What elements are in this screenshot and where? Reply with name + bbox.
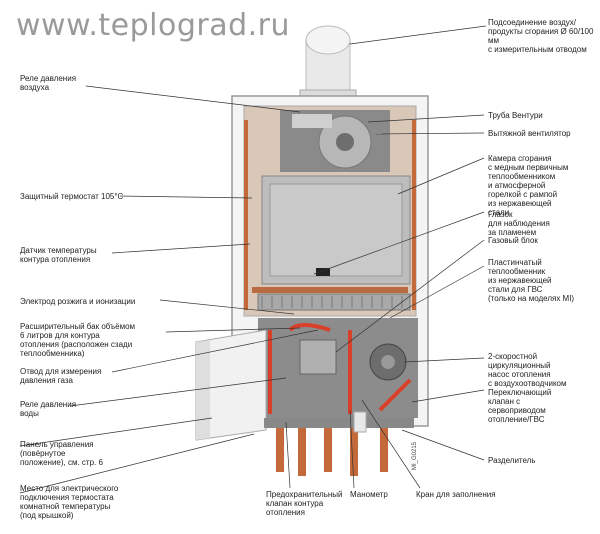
label-control-panel: Панель управления (повёрнутое положение)… [20, 440, 103, 467]
label-fill-tap: Кран для заполнения [416, 490, 496, 499]
flue-pipe [299, 25, 357, 101]
label-heating-temp-sensor: Датчик температуры контура отопления [20, 246, 97, 264]
label-safety-thermostat: Защитный термостат 105°C [20, 192, 124, 201]
circulation-pump [369, 343, 407, 381]
label-exhaust-fan: Вытяжной вентилятор [488, 129, 571, 138]
label-separator: Разделитель [488, 456, 536, 465]
label-flue-connection: Подсоединение воздух/ продукты сгорания … [488, 18, 594, 54]
gas-valve [299, 339, 337, 375]
label-expansion-tank: Расширительный бак объёмом 6 литров для … [20, 322, 136, 358]
figure-code: MI_G0215 [412, 441, 418, 470]
label-gas-pressure-tap: Отвод для измерения давления газа [20, 367, 102, 385]
label-circulation-pump: 2-скоростной циркуляционный насос отопле… [488, 352, 567, 388]
label-ignition-electrode: Электрод розжига и ионизации [20, 297, 136, 306]
exhaust-fan [280, 110, 390, 172]
label-venturi-tube: Труба Вентури [488, 111, 543, 120]
label-combustion-chamber: Камера сгорания с медным первичным тепло… [488, 154, 569, 217]
burner [257, 293, 411, 311]
leader-lines [19, 25, 487, 494]
watermark: www.teplograd.ru [16, 8, 291, 43]
label-manometer: Манометр [350, 490, 388, 499]
label-air-pressure-relay: Реле давления воздуха [20, 74, 77, 92]
label-diverter-valve: Переключающий клапан с сервоприводом ото… [488, 388, 552, 424]
label-safety-valve: Предохранительный клапан контура отоплен… [266, 490, 343, 517]
label-thermostat-connection: Место для электрического подключения тер… [20, 484, 119, 520]
bottom-fittings [264, 411, 414, 476]
label-flame-window: Глазок для наблюдения за пламенем [488, 210, 550, 237]
label-gas-block: Газовый блок [488, 236, 538, 245]
combustion-chamber [261, 175, 411, 285]
label-water-pressure-relay: Реле давления воды [20, 400, 77, 418]
label-plate-exchanger: Пластинчатый теплообменник из нержавеюще… [488, 258, 575, 303]
